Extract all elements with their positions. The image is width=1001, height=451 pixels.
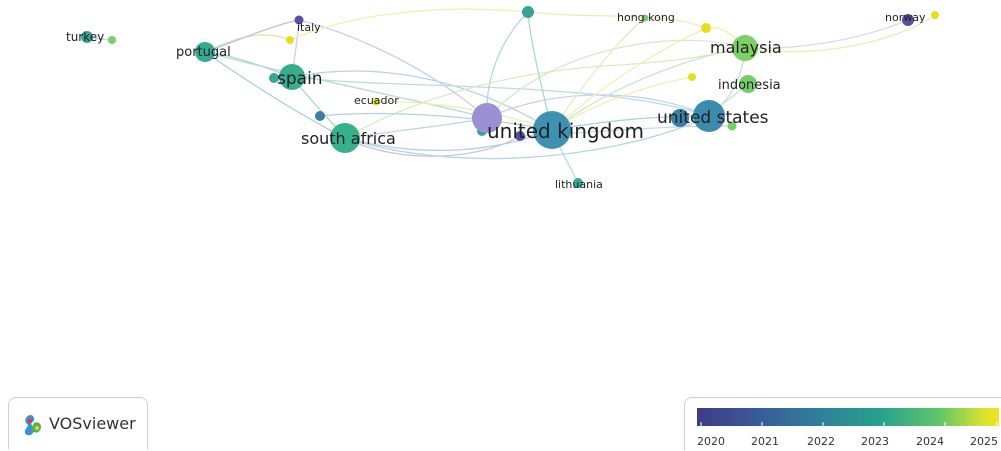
label-portugal: portugal [176, 45, 231, 60]
node-spain[interactable] [279, 64, 305, 90]
label-norway: norway [885, 11, 926, 24]
label-lithuania: lithuania [555, 178, 603, 191]
link [204, 34, 291, 53]
node-ecuador[interactable] [372, 98, 380, 106]
node-minor[interactable] [701, 23, 711, 33]
label-united-states: united states [657, 108, 769, 128]
node-minor[interactable] [727, 121, 737, 131]
label-malaysia: malaysia [710, 38, 782, 57]
link [375, 101, 553, 131]
link [344, 115, 710, 160]
node-united-states[interactable] [693, 100, 725, 132]
link [486, 39, 746, 119]
node-malaysia[interactable] [732, 35, 758, 61]
legend-label: 2021 [751, 435, 779, 448]
node-minor[interactable] [269, 73, 279, 83]
year-color-legend: 2020 2021 2022 2023 2024 2025 [684, 397, 1001, 450]
label-turkey: turkey [66, 30, 104, 44]
vosviewer-logo-icon [24, 415, 41, 436]
link [527, 11, 707, 29]
legend-label: 2025 [970, 435, 998, 448]
node-minor[interactable] [522, 6, 534, 18]
node-lithuania[interactable] [573, 178, 583, 188]
link [204, 51, 346, 139]
link [344, 47, 746, 139]
link [291, 70, 553, 131]
link [319, 112, 553, 131]
legend-ticks [700, 422, 998, 426]
link [344, 129, 553, 152]
label-united-kingdom: united kingdom [487, 119, 644, 143]
legend-color-gradient [697, 408, 999, 426]
link [486, 11, 529, 119]
node-minor[interactable] [286, 36, 294, 44]
link [204, 51, 488, 119]
vosviewer-logo[interactable]: VOSviewer [8, 397, 148, 449]
label-spain: spain [277, 69, 323, 89]
node-minor[interactable] [671, 109, 689, 127]
node-south-africa[interactable] [330, 123, 360, 153]
link [344, 135, 521, 157]
node-minor[interactable] [688, 73, 696, 81]
node-united-kingdom[interactable] [533, 111, 571, 149]
network-nodes [81, 6, 939, 188]
node-minor[interactable] [515, 131, 525, 141]
link [744, 19, 909, 49]
node-minor[interactable] [315, 111, 325, 121]
link [744, 14, 936, 53]
node-italy[interactable] [294, 15, 304, 25]
node-indonesia[interactable] [739, 75, 757, 93]
legend-label: 2020 [697, 435, 725, 448]
network-labels: turkey portugal italy spain ecuador sout… [66, 11, 926, 191]
node-norway[interactable] [902, 14, 914, 26]
vosviewer-logo-text: VOSviewer [49, 414, 136, 433]
link [291, 76, 710, 117]
label-south-africa: south africa [301, 129, 396, 148]
label-ecuador: ecuador [354, 94, 399, 107]
legend-label: 2024 [916, 435, 944, 448]
label-italy: italy [297, 21, 321, 34]
node-turkey[interactable] [81, 31, 93, 43]
link [289, 8, 529, 41]
link [486, 94, 710, 119]
link [551, 17, 646, 131]
legend-label: 2022 [807, 435, 835, 448]
link [551, 47, 746, 131]
node-united-kingdom-large[interactable] [472, 103, 502, 133]
link [204, 19, 300, 53]
legend-label: 2023 [861, 435, 889, 448]
label-indonesia: indonesia [718, 78, 781, 93]
label-hong-kong: hong kong [617, 11, 675, 24]
network-links [86, 8, 936, 184]
network-map[interactable]: turkey portugal italy spain ecuador sout… [0, 0, 1001, 395]
node-portugal[interactable] [195, 42, 215, 62]
node-minor[interactable] [108, 36, 116, 44]
node-minor[interactable] [931, 11, 939, 19]
link [551, 76, 693, 131]
node-hong-kong[interactable] [641, 14, 649, 22]
link [298, 19, 488, 119]
link [551, 27, 707, 131]
